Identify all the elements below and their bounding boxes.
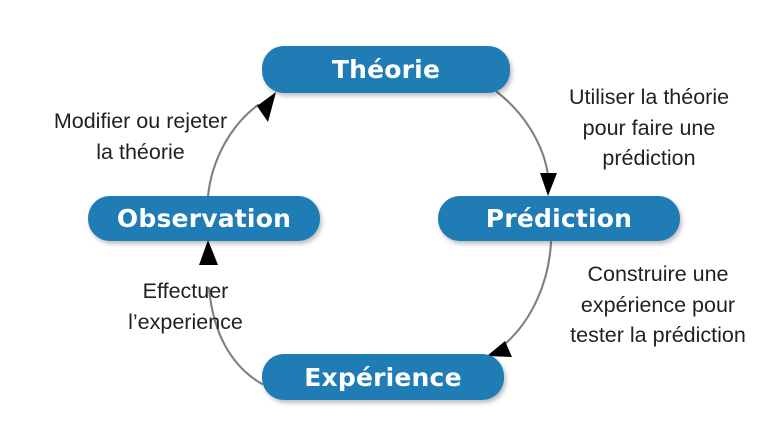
edge-caption-theorie-to-prediction: Utiliser la théorie pour faire une prédi…: [568, 85, 730, 171]
arrow-experience-to-observation: [199, 240, 264, 386]
arrow-observation-to-theorie: [206, 92, 276, 198]
arrow-prediction-to-experience: [487, 240, 553, 357]
node-prediction-label: Prédiction: [485, 204, 633, 233]
node-experience-label: Expérience: [304, 362, 462, 392]
arrow-theorie-to-prediction: [495, 90, 557, 196]
edge-caption-prediction-to-experience: Construire une expérience pour tester la…: [570, 262, 746, 348]
node-observation-label: Observation: [116, 204, 292, 233]
node-theorie-label: Théorie: [331, 55, 441, 84]
node-theorie[interactable]: Théorie: [262, 46, 510, 93]
node-prediction[interactable]: Prédiction: [438, 196, 680, 241]
edge-caption-observation-to-theorie: Modifier ou rejeter la théorie: [53, 109, 228, 164]
edge-caption-experience-to-observation: Effectuer l’experience: [128, 279, 243, 334]
node-observation[interactable]: Observation: [88, 196, 320, 241]
node-experience[interactable]: Expérience: [262, 354, 504, 400]
